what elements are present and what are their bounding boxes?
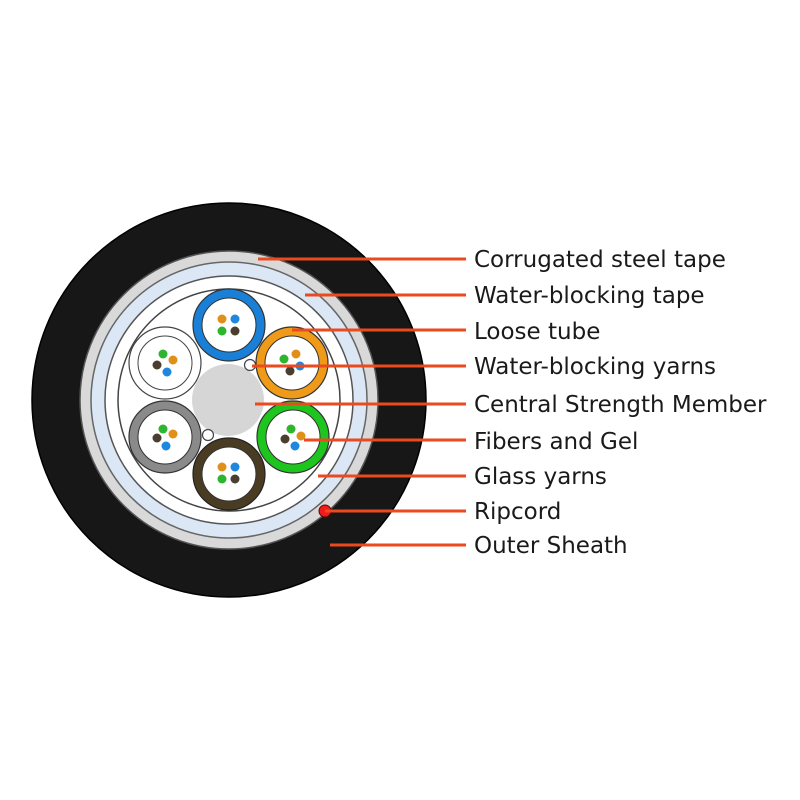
label-loose-tube: Loose tube (474, 319, 600, 345)
label-fibers-and-gel: Fibers and Gel (474, 429, 638, 455)
fiber-bundle (152, 424, 178, 451)
fiber-bundle (152, 349, 178, 377)
loose-tube-green (256, 400, 330, 474)
label-water-blocking-tape: Water-blocking tape (474, 283, 705, 309)
fiber-bundle (217, 314, 240, 336)
label-ripcord: Ripcord (474, 499, 561, 525)
labels: Corrugated steel tape Water-blocking tap… (474, 247, 767, 559)
central-strength-member (192, 364, 264, 436)
fiber-bundle (217, 462, 240, 484)
loose-tube-blue (192, 288, 266, 362)
loose-tube-brown (192, 437, 266, 511)
leader-lines (252, 257, 466, 547)
loose-tube-grey (128, 400, 202, 474)
label-central-strength-member: Central Strength Member (474, 392, 767, 418)
label-water-blocking-yarns: Water-blocking yarns (474, 354, 716, 380)
label-corrugated-steel-tape: Corrugated steel tape (474, 247, 726, 273)
water-blocking-yarn (201, 428, 215, 442)
fiber-bundle (279, 349, 305, 376)
fiber-bundle (280, 424, 306, 451)
label-outer-sheath: Outer Sheath (474, 533, 628, 559)
loose-tube-white (128, 326, 202, 400)
loose-tube-orange (255, 326, 329, 400)
label-glass-yarns: Glass yarns (474, 464, 607, 490)
